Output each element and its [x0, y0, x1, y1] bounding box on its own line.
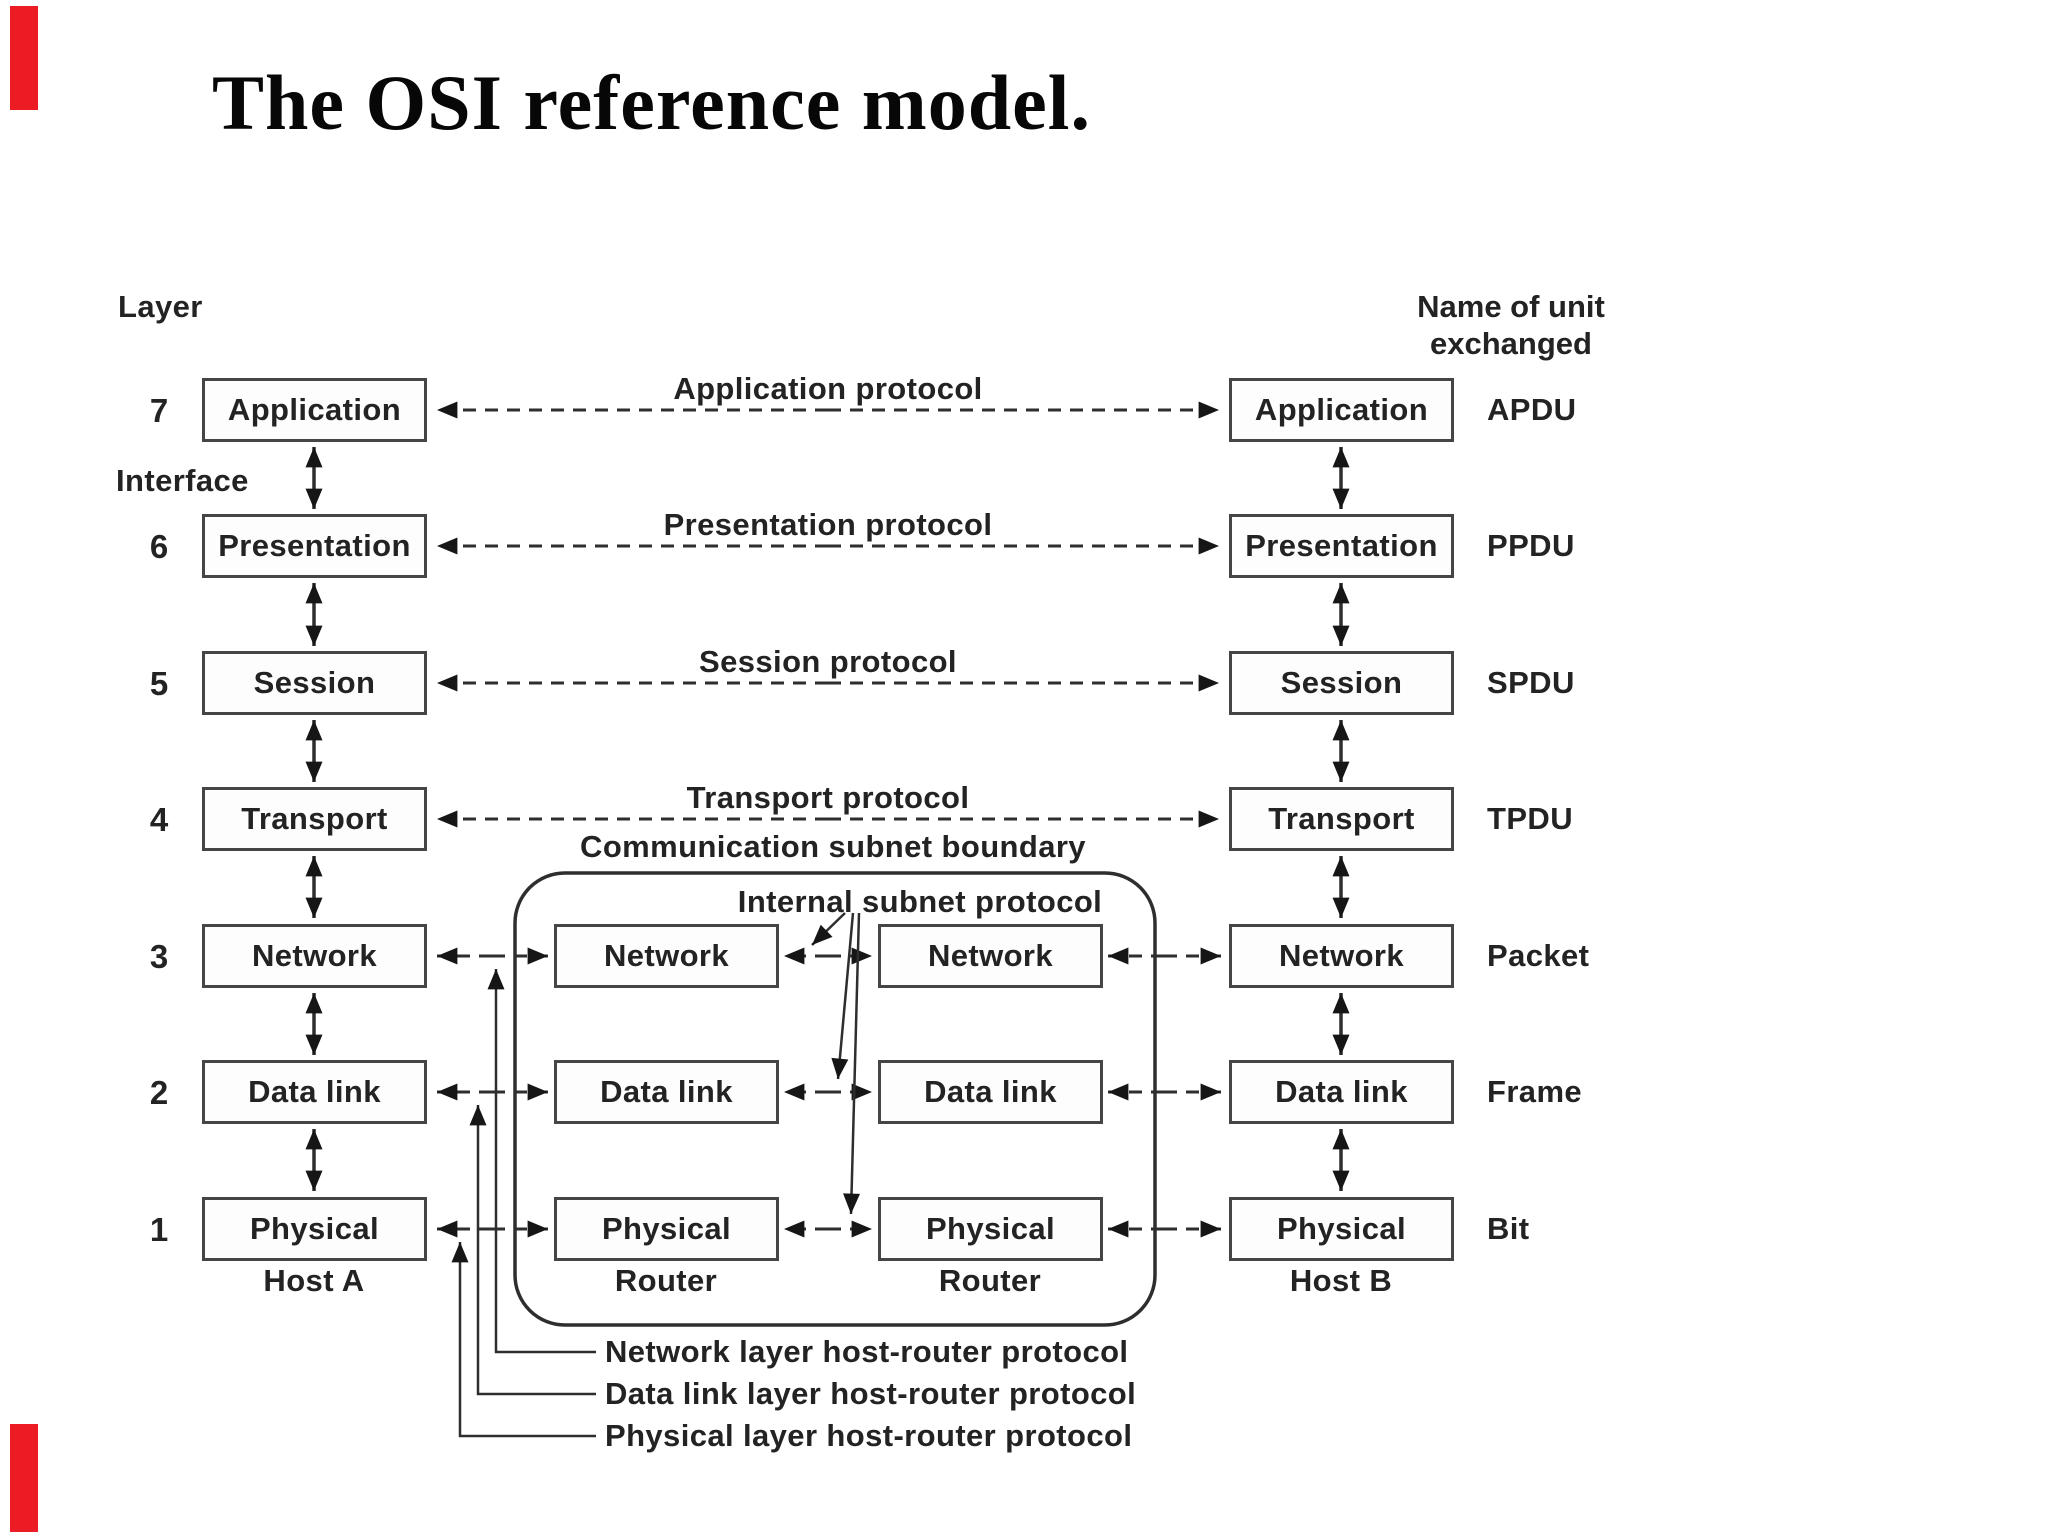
hostb-box-datalink: Data link: [1229, 1060, 1454, 1124]
router1-box-physical: Physical: [554, 1197, 779, 1261]
hostb-box-session: Session: [1229, 651, 1454, 715]
layer-column-header: Layer: [118, 289, 203, 324]
router1-box-network: Network: [554, 924, 779, 988]
hosta-box-presentation: Presentation: [202, 514, 427, 578]
router1-label: Router: [614, 1263, 718, 1298]
unit-label-frame: Frame: [1487, 1074, 1583, 1109]
layer-number-5: 5: [149, 665, 169, 702]
session-protocol-label: Session protocol: [699, 644, 957, 679]
transport-protocol-label: Transport protocol: [686, 780, 970, 815]
hosta-box-datalink: Data link: [202, 1060, 427, 1124]
internal-subnet-protocol-label: Internal subnet protocol: [737, 884, 1103, 919]
hostb-box-presentation: Presentation: [1229, 514, 1454, 578]
unit-header-line1: Name of unit: [1417, 289, 1605, 324]
page-title: The OSI reference model.: [212, 59, 1091, 146]
unit-label-spdu: SPDU: [1487, 665, 1575, 700]
subnet-boundary-label: Communication subnet boundary: [580, 829, 1086, 864]
layer-number-1: 1: [149, 1211, 169, 1248]
unit-header-line2: exchanged: [1430, 326, 1592, 361]
hosta-box-physical: Physical: [202, 1197, 427, 1261]
hostb-box-transport: Transport: [1229, 787, 1454, 851]
router1-box-datalink: Data link: [554, 1060, 779, 1124]
hostb-box-physical: Physical: [1229, 1197, 1454, 1261]
hostb-box-application: Application: [1229, 378, 1454, 442]
hosta-box-transport: Transport: [202, 787, 427, 851]
annotation-physical-host-router: Physical layer host-router protocol: [605, 1418, 1133, 1453]
application-protocol-label: Application protocol: [673, 371, 983, 406]
router2-box-physical: Physical: [878, 1197, 1103, 1261]
red-accent-bar-top: [10, 6, 38, 110]
hosta-box-application: Application: [202, 378, 427, 442]
host-a-label: Host A: [263, 1263, 365, 1298]
layer-number-7: 7: [149, 392, 169, 429]
host-b-label: Host B: [1289, 1263, 1393, 1298]
hostb-box-network: Network: [1229, 924, 1454, 988]
unit-column-header: Name of unit exchanged: [1417, 288, 1605, 362]
hosta-box-network: Network: [202, 924, 427, 988]
unit-label-ppdu: PPDU: [1487, 528, 1575, 563]
annotation-network-host-router: Network layer host-router protocol: [605, 1334, 1129, 1369]
unit-label-tpdu: TPDU: [1487, 801, 1573, 836]
unit-label-apdu: APDU: [1487, 392, 1577, 427]
interface-label: Interface: [116, 463, 249, 498]
red-accent-bar-bottom: [10, 1424, 38, 1532]
unit-label-bit: Bit: [1487, 1211, 1530, 1246]
router2-box-datalink: Data link: [878, 1060, 1103, 1124]
annotation-datalink-host-router: Data link layer host-router protocol: [605, 1376, 1137, 1411]
layer-number-6: 6: [149, 528, 169, 565]
layer-number-3: 3: [149, 938, 169, 975]
layer-number-2: 2: [149, 1074, 169, 1111]
unit-label-packet: Packet: [1487, 938, 1590, 973]
presentation-protocol-label: Presentation protocol: [663, 507, 993, 542]
hosta-box-session: Session: [202, 651, 427, 715]
router2-label: Router: [938, 1263, 1042, 1298]
router2-box-network: Network: [878, 924, 1103, 988]
layer-number-4: 4: [149, 801, 169, 838]
